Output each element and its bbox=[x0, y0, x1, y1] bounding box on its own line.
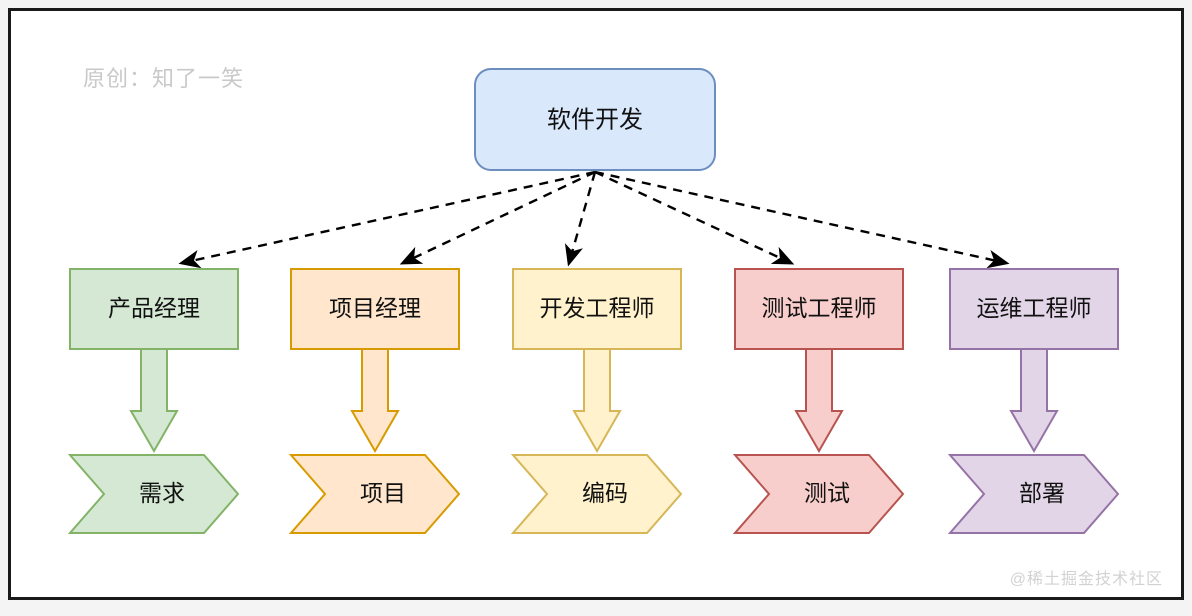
flow-arrow-col-product bbox=[129, 348, 179, 454]
node-root[interactable]: 软件开发 bbox=[474, 68, 716, 171]
stage-shape bbox=[67, 454, 240, 534]
stage-node-col-ops[interactable]: 部署 bbox=[947, 454, 1120, 534]
stage-shape bbox=[288, 454, 461, 534]
stage-shape bbox=[510, 454, 683, 534]
stage-node-col-test[interactable]: 测试 bbox=[732, 454, 905, 534]
connector-root-to-col-product bbox=[178, 170, 596, 269]
root-to-role-connectors bbox=[178, 170, 1010, 269]
connector-root-to-col-ops bbox=[594, 170, 1010, 269]
stage-node-col-dev[interactable]: 编码 bbox=[510, 454, 683, 534]
connector-root-to-col-project bbox=[399, 170, 596, 265]
role-node-col-product[interactable]: 产品经理 bbox=[69, 268, 239, 350]
flow-arrow-col-dev bbox=[572, 348, 622, 454]
role-shape bbox=[290, 268, 460, 350]
flow-arrow-col-ops bbox=[1009, 348, 1059, 454]
connector-root-to-col-dev bbox=[564, 171, 597, 267]
root-shape bbox=[474, 68, 716, 171]
watermark-author: 原创：知了一笑 bbox=[83, 66, 245, 91]
role-shape bbox=[69, 268, 239, 350]
stage-shape bbox=[732, 454, 905, 534]
role-shape bbox=[949, 268, 1119, 350]
role-shape bbox=[512, 268, 682, 350]
role-node-col-dev[interactable]: 开发工程师 bbox=[512, 268, 682, 350]
stage-shape bbox=[947, 454, 1120, 534]
stage-node-col-product[interactable]: 需求 bbox=[67, 454, 240, 534]
flow-arrow-col-project bbox=[350, 348, 400, 454]
diagram-canvas-frame: 软件开发 产品经理需求项目经理项目开发工程师编码测试工程师测试运维工程师部署 原… bbox=[8, 8, 1184, 600]
connector-root-to-col-test bbox=[594, 170, 795, 265]
role-node-col-project[interactable]: 项目经理 bbox=[290, 268, 460, 350]
watermark-site: @稀土掘金技术社区 bbox=[1009, 571, 1163, 588]
role-node-col-test[interactable]: 测试工程师 bbox=[734, 268, 904, 350]
flow-arrow-col-test bbox=[794, 348, 844, 454]
stage-node-col-project[interactable]: 项目 bbox=[288, 454, 461, 534]
role-node-col-ops[interactable]: 运维工程师 bbox=[949, 268, 1119, 350]
role-shape bbox=[734, 268, 904, 350]
